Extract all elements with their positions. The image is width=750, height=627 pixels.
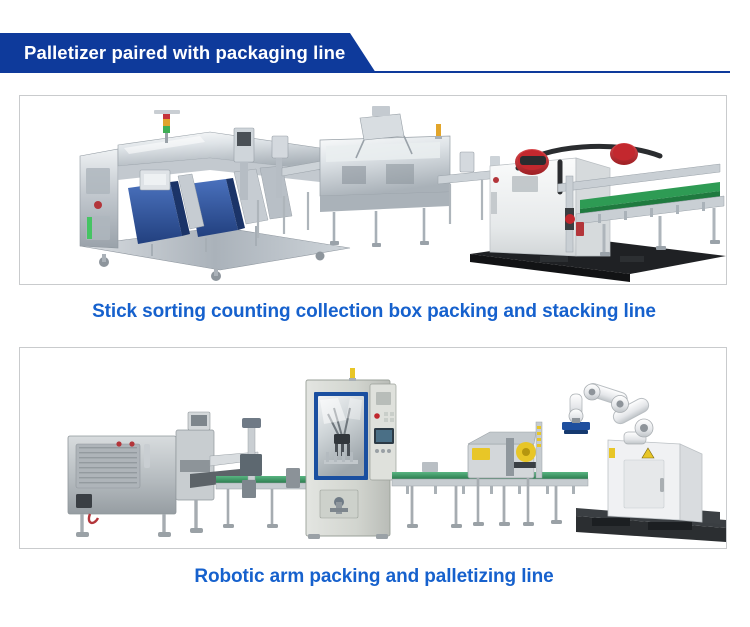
product-caption: Stick sorting counting collection box pa… <box>92 301 656 322</box>
product-photo-robotic-arm-palletizing-line <box>20 348 726 548</box>
sorting-machine-left <box>79 110 351 281</box>
section-header-title: Palletizer paired with packaging line <box>24 42 346 63</box>
box-packing-machine <box>281 106 451 247</box>
section-header-banner-shape <box>0 33 390 73</box>
robotic-arm-station <box>562 382 726 542</box>
section-header: Palletizer paired with packaging line <box>0 33 750 73</box>
flow-wrapper-cabinet <box>67 411 259 537</box>
carton-sealer <box>467 421 543 526</box>
inline-cabinets <box>233 127 310 238</box>
product-photo-stick-sorting-line <box>20 96 726 284</box>
cobot-arm <box>562 382 654 445</box>
product-block-stick-sorting-line: Stick sorting counting collection box pa… <box>19 95 729 323</box>
product-image-frame[interactable] <box>19 347 727 549</box>
product-image-frame[interactable] <box>19 95 727 285</box>
palletizer-unit <box>470 143 726 282</box>
product-block-robotic-arm-palletizing-line: Robotic arm packing and palletizing line <box>19 347 729 588</box>
signal-tower <box>163 112 170 143</box>
product-caption: Robotic arm packing and palletizing line <box>194 566 554 587</box>
section-header-rule <box>370 71 730 73</box>
delta-robot-cell <box>305 368 397 539</box>
